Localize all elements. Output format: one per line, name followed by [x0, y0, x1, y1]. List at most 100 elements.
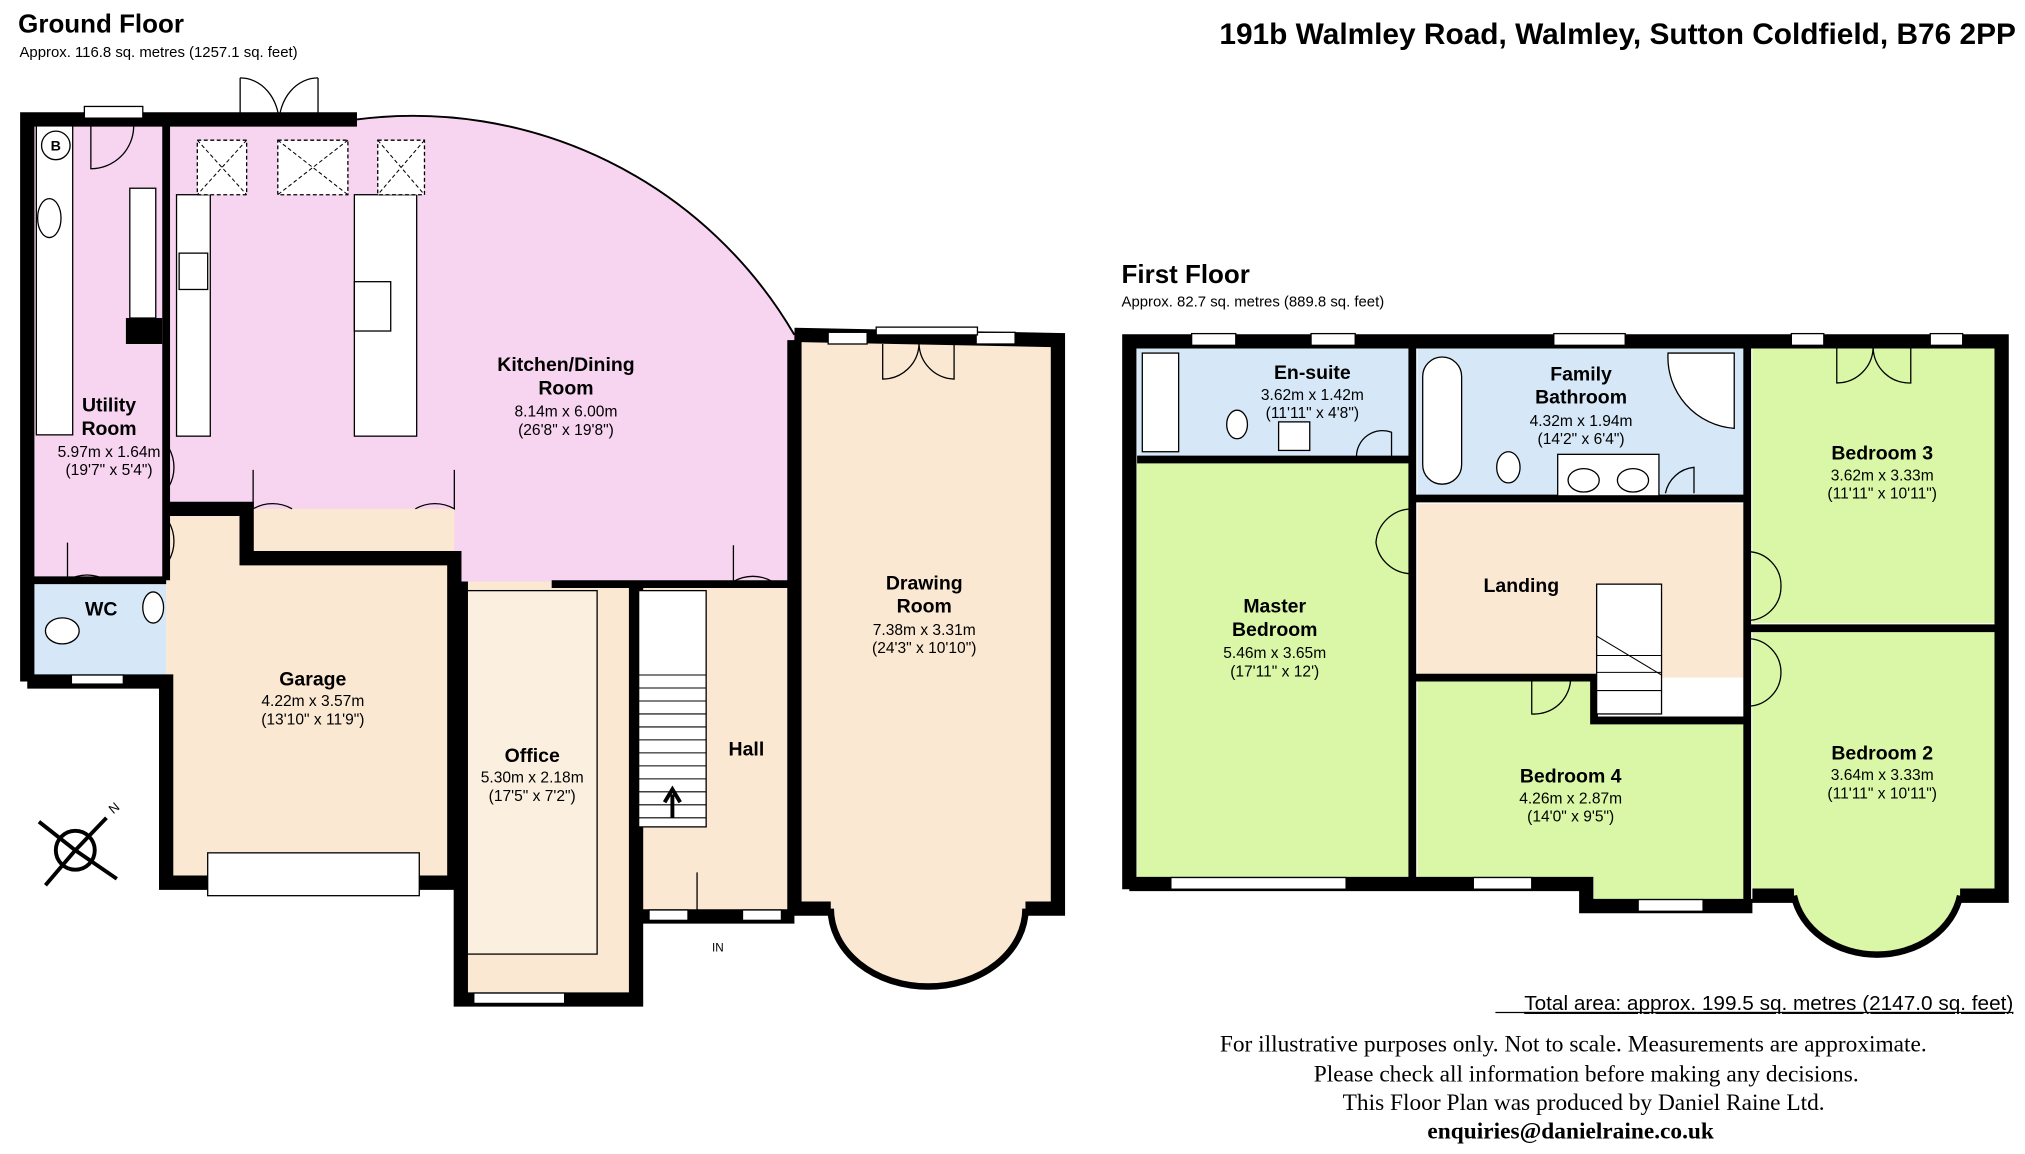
- window: [1553, 332, 1626, 346]
- drainer-icon: [178, 252, 209, 291]
- wall: [1122, 334, 2009, 903]
- utility-room-name: Utility: [82, 394, 136, 416]
- disclaimer-line-3: This Floor Plan was produced by Daniel R…: [1343, 1090, 1825, 1116]
- master-bedroom-name: Bedroom: [1232, 619, 1317, 641]
- bedroom-2-metric: 3.64m x 3.33m: [1831, 767, 1934, 784]
- window: [1190, 332, 1237, 346]
- compass-north-label: N: [106, 799, 123, 817]
- staircase: [1595, 583, 1663, 715]
- boiler-icon: [40, 130, 71, 161]
- master-bedroom-fill: [1137, 462, 1409, 878]
- garage-name: Garage: [279, 668, 346, 690]
- rooflight-cross: [277, 139, 349, 196]
- utility-unit: [129, 187, 157, 319]
- garage-imperial: (13'10" x 11'9"): [261, 711, 364, 728]
- bathroom-metric: 4.32m x 1.94m: [1530, 413, 1633, 430]
- bedroom-4-name: Bedroom 4: [1520, 766, 1622, 788]
- bath-icon: [1422, 356, 1463, 485]
- garage-door: [207, 852, 420, 897]
- bedroom-3-imperial: (11'11" x 10'11"): [1827, 485, 1937, 502]
- bedroom-4-imperial: (14'0" x 9'5"): [1527, 809, 1614, 826]
- drawing-room-metric: 7.38m x 3.31m: [873, 622, 976, 639]
- first-floor-plan: En-suite 3.62m x 1.42m (11'11" x 4'8") F…: [1122, 332, 2009, 958]
- bathroom-imperial: (14'2" x 6'4"): [1538, 431, 1625, 448]
- bedroom-3-metric: 3.62m x 3.33m: [1831, 467, 1934, 484]
- kitchen-name: Room: [538, 378, 593, 400]
- disclaimer-line-2: Please check all information before maki…: [1314, 1061, 1859, 1087]
- window: [1790, 332, 1825, 346]
- pillar: [125, 318, 163, 344]
- kitchen-worktop: [175, 194, 211, 437]
- bedroom-3-fill: [1752, 347, 1997, 624]
- master-bedroom-imperial: (17'11" x 12'): [1230, 663, 1319, 680]
- bedroom-2-imperial: (11'11" x 10'11"): [1827, 785, 1937, 802]
- wall: [1137, 343, 2000, 907]
- window: [1170, 876, 1347, 890]
- master-bedroom-metric: 5.46m x 3.65m: [1223, 645, 1326, 662]
- staircase: [638, 589, 707, 828]
- basin-icon: [1277, 421, 1311, 452]
- window: [648, 909, 689, 921]
- drawing-room-name: Room: [897, 596, 952, 618]
- window: [827, 331, 868, 345]
- toilet-icon: [1226, 409, 1249, 440]
- drawing-room-name: Drawing: [886, 572, 963, 594]
- bathroom-name: Bathroom: [1535, 387, 1627, 409]
- garage-fill: [166, 508, 455, 883]
- bedroom-2-fill: [1752, 632, 1997, 955]
- basin-icon: [142, 591, 165, 624]
- toilet-icon: [44, 617, 80, 645]
- window: [83, 105, 144, 119]
- door-swing: [66, 77, 955, 918]
- rooflight-cross: [196, 139, 248, 196]
- window: [741, 909, 783, 921]
- disclaimer-line-1: For illustrative purposes only. Not to s…: [1220, 1031, 1927, 1057]
- bathroom-name: Family: [1550, 363, 1612, 385]
- basin-icon: [1567, 467, 1600, 493]
- landing-name: Landing: [1483, 575, 1559, 597]
- utility-worktop: [35, 125, 74, 436]
- window: [473, 992, 566, 1005]
- ensuite-imperial: (11'11" x 4'8"): [1266, 405, 1359, 422]
- master-bedroom-name: Master: [1243, 596, 1306, 618]
- wall: [787, 340, 831, 916]
- bay-window: [1790, 895, 1964, 958]
- window: [70, 674, 124, 685]
- first-floor-title: First Floor: [1122, 259, 1250, 289]
- basin-icon: [1616, 467, 1650, 493]
- window: [1472, 876, 1533, 890]
- rooflight-cross: [377, 139, 425, 196]
- door-swing: [1355, 347, 1912, 715]
- property-address: 191b Walmley Road, Walmley, Sutton Coldf…: [1219, 18, 2016, 51]
- compass-icon: N: [37, 799, 123, 887]
- drawing-room-imperial: (24'3" x 10'10"): [872, 640, 976, 657]
- toilet-icon: [1496, 451, 1521, 484]
- window: [975, 331, 1016, 345]
- window: [875, 326, 979, 336]
- office-metric: 5.30m x 2.18m: [481, 770, 584, 787]
- kitchen-imperial: (26'8" x 19'8"): [518, 422, 614, 439]
- utility-room-metric: 5.97m x 1.64m: [58, 444, 161, 461]
- hall-name: Hall: [729, 738, 765, 760]
- wc-name: WC: [85, 598, 117, 620]
- ensuite-metric: 3.62m x 1.42m: [1261, 387, 1364, 404]
- landing-fill: [1417, 503, 1744, 678]
- utility-room-imperial: (19'7" x 5'4"): [66, 462, 153, 479]
- drawing-room-fill: [794, 340, 1058, 987]
- sink-icon: [36, 197, 62, 239]
- wall: [28, 119, 795, 589]
- wall: [20, 112, 357, 682]
- contact-email[interactable]: enquiries@danielraine.co.uk: [1427, 1118, 1714, 1144]
- kitchen-fill: [166, 115, 795, 582]
- hob-icon: [353, 281, 392, 332]
- garage-metric: 4.22m x 3.57m: [261, 693, 364, 710]
- window: [1310, 332, 1356, 346]
- kitchen-metric: 8.14m x 6.00m: [514, 404, 617, 421]
- ground-floor-plan: B IN Utility Room 5.97m x 1.64m (19'7" x…: [20, 77, 1066, 1007]
- curved-glazing: [356, 114, 796, 336]
- boiler-label: B: [51, 139, 61, 155]
- window: [1929, 332, 1964, 346]
- first-floor-area: Approx. 82.7 sq. metres (889.8 sq. feet): [1122, 293, 1385, 310]
